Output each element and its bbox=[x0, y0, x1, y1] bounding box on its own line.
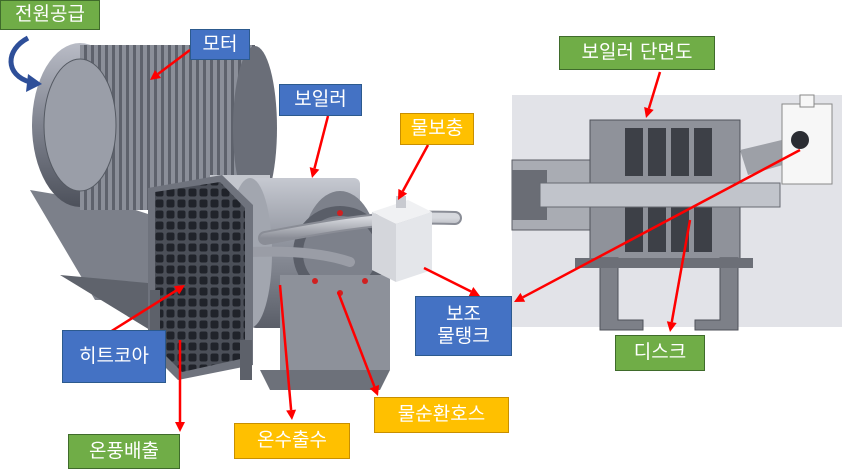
arrow-heat-core bbox=[109, 285, 185, 334]
power-supply-arrow bbox=[8, 35, 31, 85]
label-disc: 디스크 bbox=[615, 335, 705, 371]
arrow-boiler-cross-section bbox=[644, 71, 662, 118]
label-hot-water-outlet: 온수출수 bbox=[234, 423, 350, 459]
heat-core-shape bbox=[148, 175, 253, 380]
label-boiler-cross-section: 보일러 단면도 bbox=[559, 36, 715, 70]
label-water-supply: 물보충 bbox=[400, 113, 474, 145]
label-water-circulation-hose: 물순환호스 bbox=[374, 397, 509, 433]
arrow-disc bbox=[666, 219, 692, 332]
cross-section-tank bbox=[781, 94, 833, 185]
arrow-hot-water-outlet bbox=[278, 284, 297, 420]
label-power-supply: 전원공급 bbox=[0, 0, 100, 30]
arrow-water-supply bbox=[398, 144, 430, 200]
arrow-water-circulation-hose bbox=[336, 291, 380, 396]
label-motor: 모터 bbox=[190, 29, 250, 60]
label-hot-air-outlet: 온풍배출 bbox=[68, 434, 180, 469]
label-boiler: 보일러 bbox=[279, 84, 362, 116]
assembly-rendering bbox=[30, 43, 462, 390]
arrow-motor bbox=[150, 49, 191, 80]
aux-water-tank-shape bbox=[372, 196, 432, 282]
arrow-aux-water-tank bbox=[423, 266, 480, 296]
pointer-arrows bbox=[109, 49, 801, 432]
arrow-boiler bbox=[309, 115, 330, 178]
arrow-tank-to-aux bbox=[514, 148, 801, 302]
arrow-hot-air-outlet bbox=[175, 340, 185, 432]
label-aux-water-tank: 보조 물탱크 bbox=[415, 296, 512, 356]
label-heat-core: 히트코아 bbox=[62, 330, 166, 383]
